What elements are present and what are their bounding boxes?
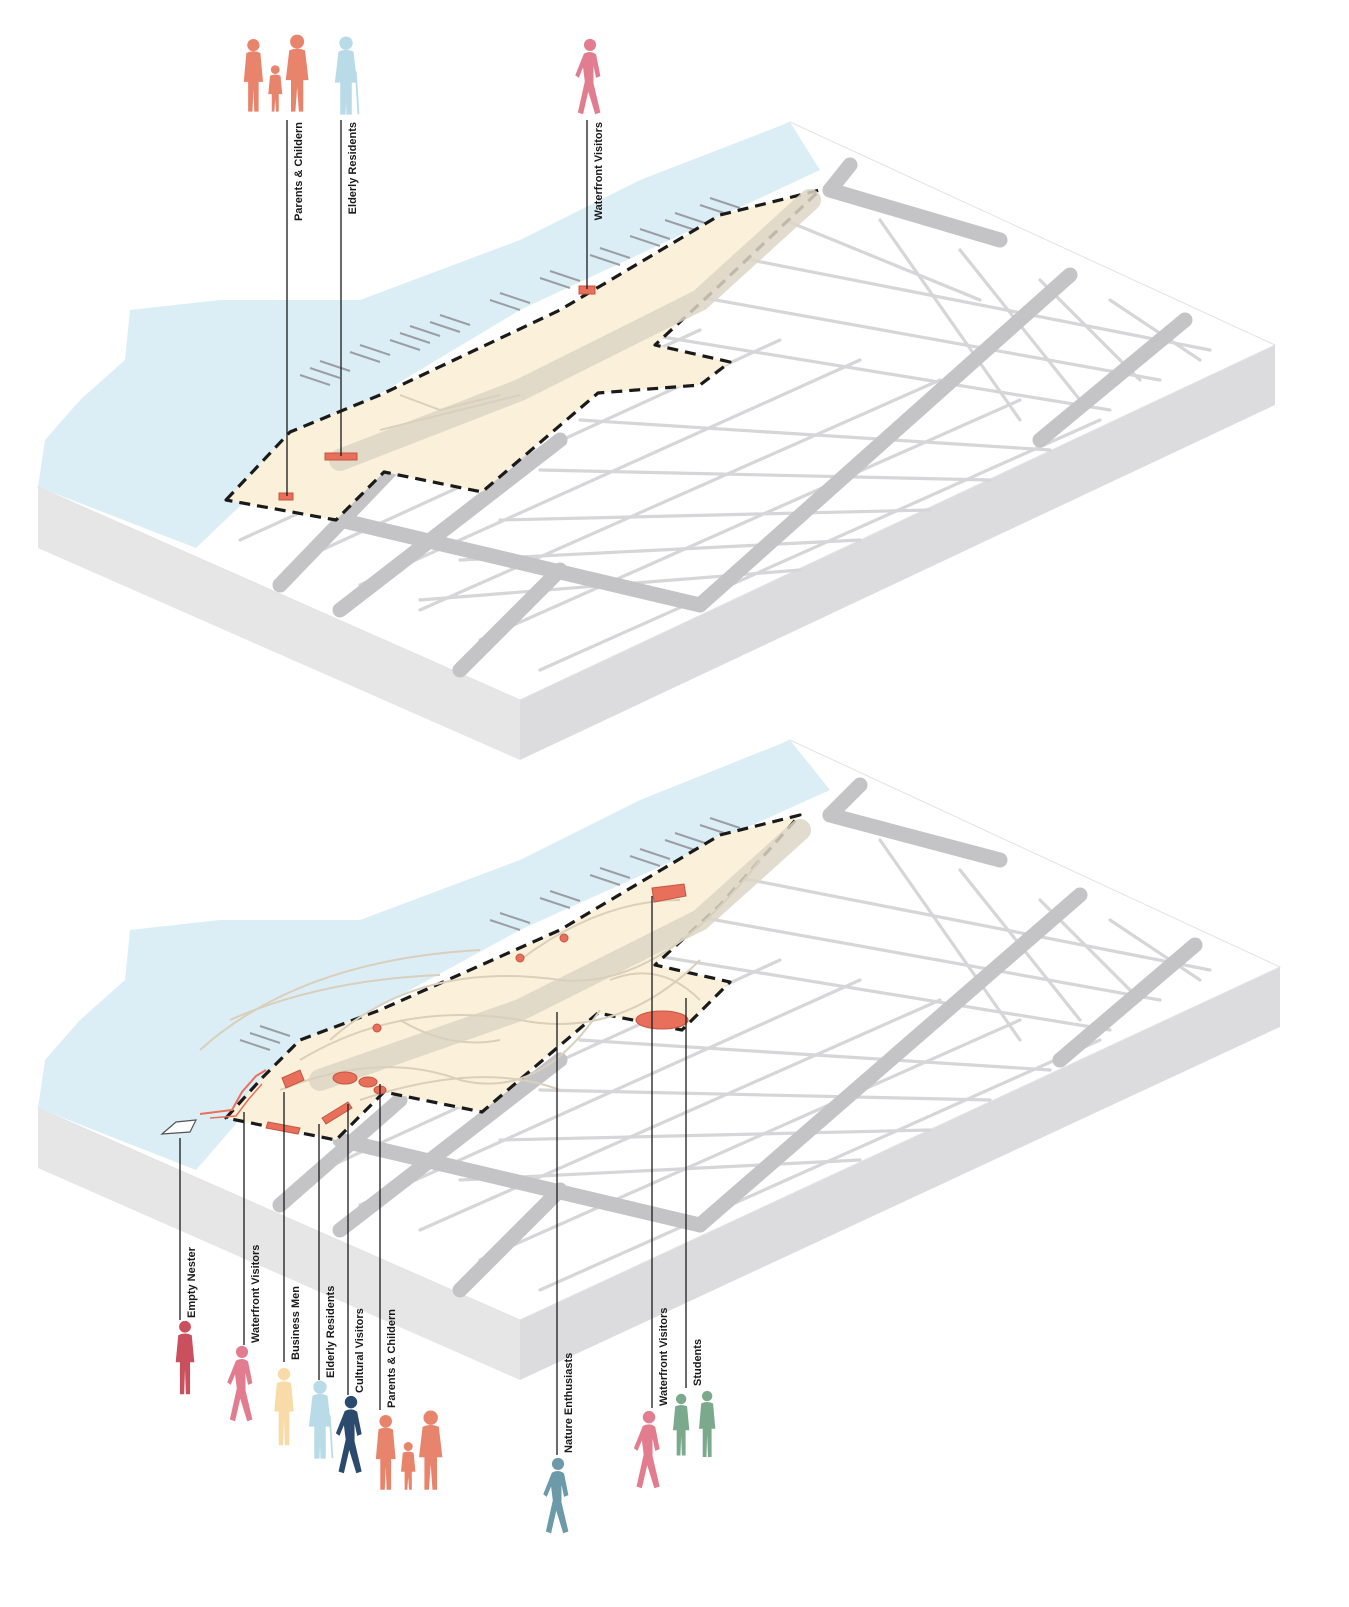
user-label: Elderly Residents	[347, 122, 359, 214]
user-label: Cultural Visitors	[354, 1308, 366, 1393]
intervention-marker	[358, 1076, 378, 1088]
piers	[199, 817, 741, 1051]
intervention-marker	[265, 1121, 301, 1135]
walker-icon	[227, 1345, 253, 1422]
user-label: Parents & Childern	[293, 122, 305, 221]
person-icon	[274, 1367, 294, 1446]
site-highway	[329, 189, 821, 471]
intervention-marker	[278, 492, 294, 501]
user-group-parents: Parents & Childern	[243, 34, 309, 496]
user-label: Nature Enthusiasts	[563, 1353, 575, 1453]
user-label: Waterfront Visitors	[593, 122, 605, 220]
pair-icon	[672, 1390, 716, 1457]
user-group-waterfront: Waterfront Visitors	[575, 38, 605, 289]
user-label: Business Men	[290, 1286, 302, 1360]
park-paths	[279, 819, 811, 1101]
waterfront-edge-terrace	[209, 1083, 263, 1119]
user-group-waterfront-a: Waterfront Visitors	[227, 1112, 262, 1422]
plinth-side-face	[520, 345, 1275, 760]
intervention-marker	[651, 883, 687, 903]
user-label: Empty Nester	[186, 1246, 198, 1318]
user-label: Parents & Childern	[386, 1309, 398, 1408]
river-water	[38, 122, 820, 548]
walker-icon	[633, 1410, 660, 1489]
family-icon	[375, 1410, 443, 1490]
piers	[299, 197, 741, 386]
user-label: Students	[692, 1339, 704, 1386]
user-group-students: Students	[672, 998, 716, 1457]
user-group-nature: Nature Enthusiasts	[543, 1012, 575, 1534]
elder-icon	[308, 1380, 334, 1460]
street-grid	[298, 838, 1212, 1292]
plinth-side-face	[520, 967, 1280, 1380]
waterfront-edge-terrace	[199, 1069, 267, 1115]
intervention-marker	[321, 1101, 353, 1125]
user-group-waterfront-b: Waterfront Visitors	[633, 896, 670, 1489]
current-site-diagram: Parents & Childern Elderly Residents Wat…	[36, 34, 1277, 760]
user-label: Elderly Residents	[325, 1286, 337, 1378]
person-icon	[175, 1320, 195, 1395]
proposed-site-diagram: Empty Nester Waterfront Visitors Busines…	[36, 739, 1282, 1534]
plinth-front-face	[38, 487, 520, 760]
user-group-cultural: Cultural Visitors	[335, 1104, 366, 1474]
walker-icon	[575, 38, 601, 115]
boat-icon	[160, 1119, 198, 1135]
family-icon	[243, 34, 309, 112]
elder-icon	[334, 36, 360, 116]
walker-icon	[335, 1395, 362, 1474]
intervention-marker	[635, 1010, 689, 1030]
user-group-parents: Parents & Childern	[375, 1084, 443, 1490]
walker-icon	[543, 1457, 569, 1534]
plinth-front-face	[38, 1108, 520, 1380]
intervention-marker	[372, 1023, 382, 1033]
user-group-elderly: Elderly Residents	[334, 36, 360, 456]
user-group-elderly: Elderly Residents	[308, 1124, 337, 1460]
intervention-marker	[515, 953, 525, 963]
user-group-empty-nester: Empty Nester	[175, 1138, 198, 1395]
user-label: Waterfront Visitors	[658, 1308, 670, 1406]
intervention-marker	[559, 933, 569, 943]
user-label: Waterfront Visitors	[250, 1245, 262, 1343]
intervention-marker	[332, 1071, 358, 1085]
intervention-marker	[281, 1069, 305, 1089]
user-group-business: Business Men	[274, 1092, 302, 1446]
